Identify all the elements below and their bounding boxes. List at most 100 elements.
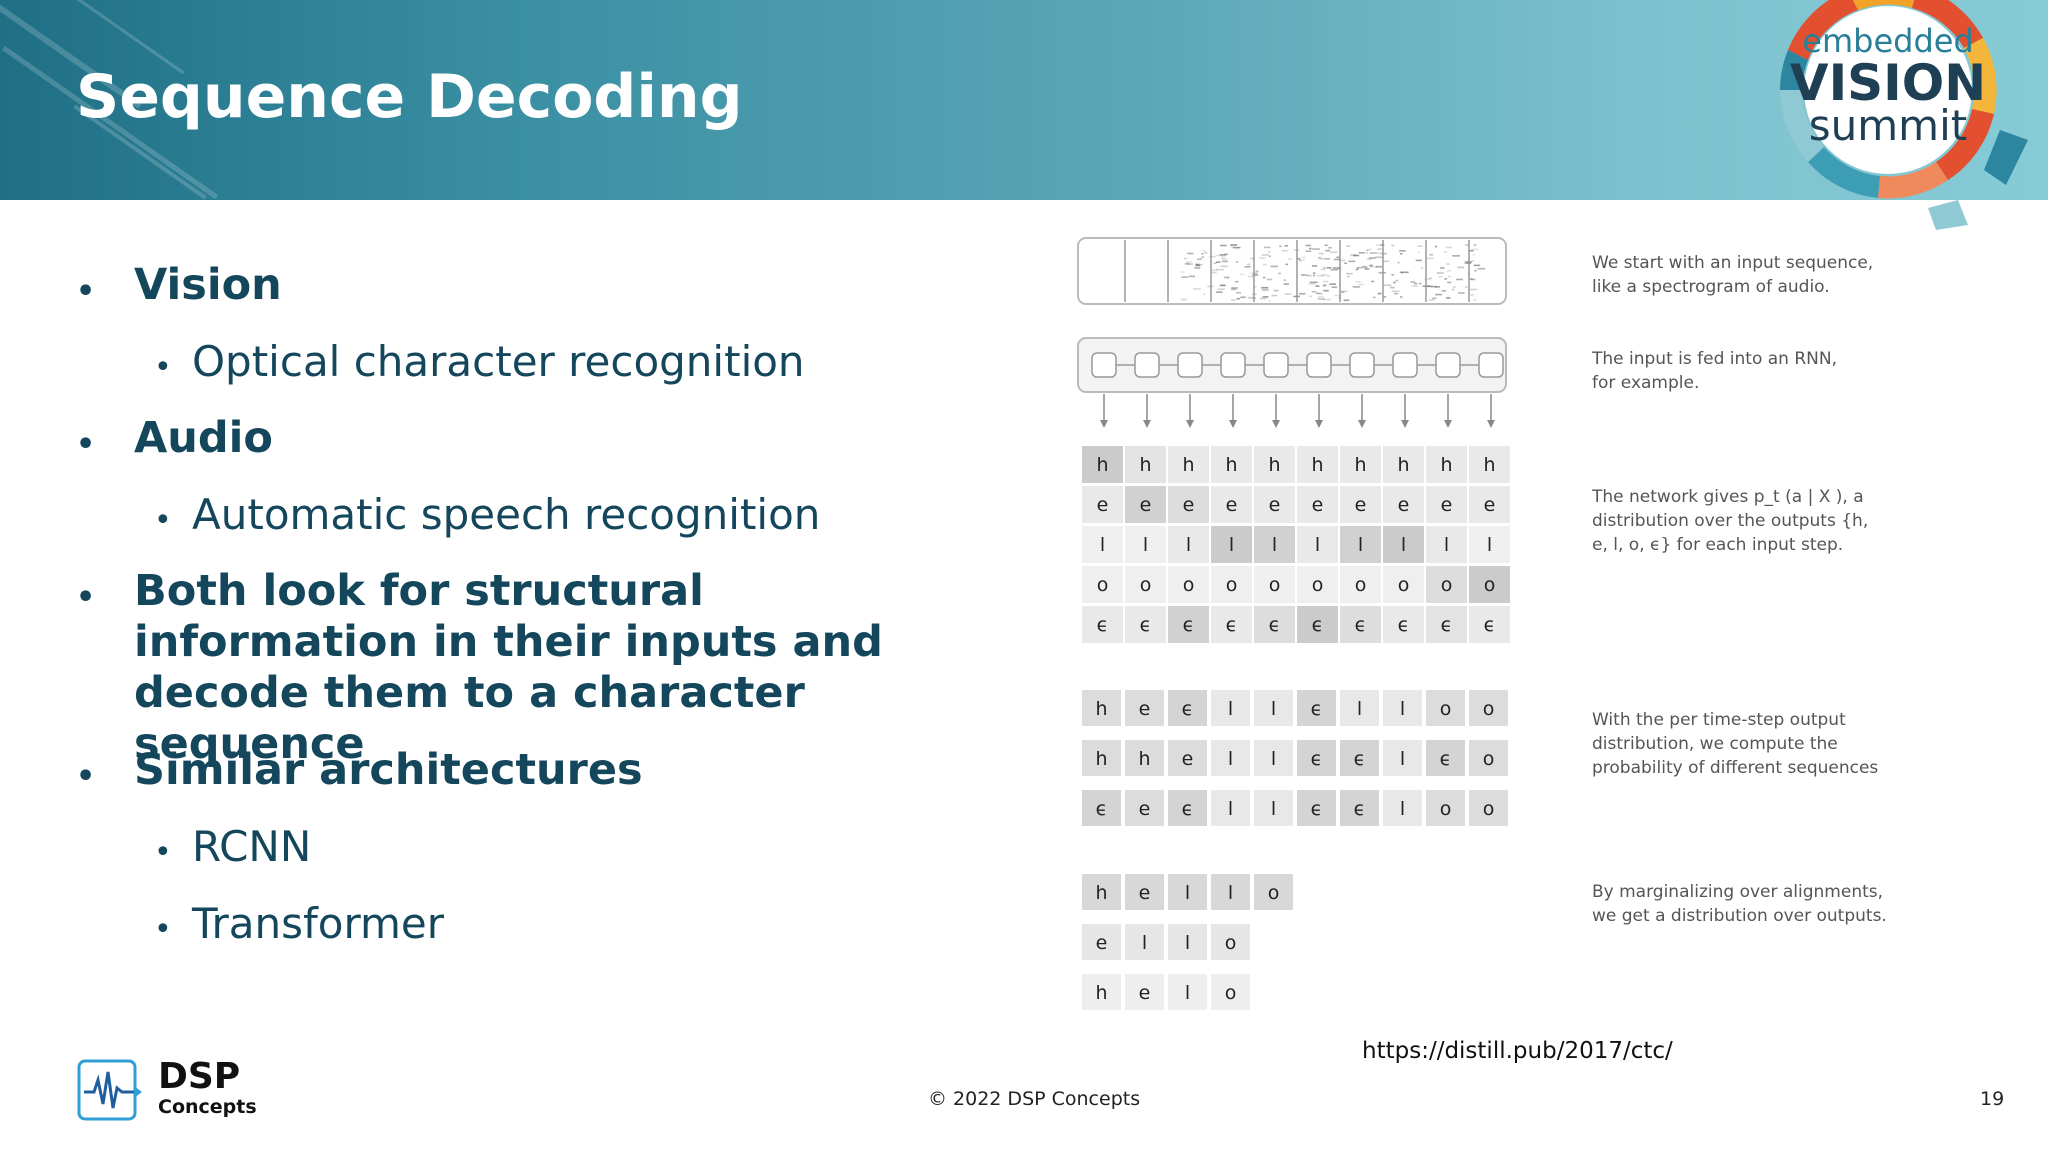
distribution-cell: o [1183,574,1195,596]
spectrogram-input [1077,237,1507,305]
distribution-cell: e [1226,494,1238,516]
output-cell: l [1142,932,1147,954]
rnn-cell [1091,352,1117,378]
header-banner: Sequence Decoding [0,0,2048,200]
alignment-cell: o [1440,798,1452,820]
alignment-cell: l [1271,798,1276,820]
distribution-cell: e [1140,494,1152,516]
rnn-cell [1349,352,1375,378]
rnn-cell [1263,352,1289,378]
source-link[interactable]: https://distill.pub/2017/ctc/ [1362,1038,1673,1064]
distribution-cell: h [1397,454,1409,476]
logo-text-embedded: embedded [1802,22,1973,60]
distribution-cell: o [1398,574,1410,596]
distribution-cell: h [1483,454,1495,476]
alignment-cell: e [1182,748,1194,770]
alignment-cell: ϵ [1182,698,1194,720]
alignment-cell: l [1271,698,1276,720]
output-cell: l [1185,882,1190,904]
distribution-cell: o [1355,574,1367,596]
slide-title: Sequence Decoding [76,62,743,132]
alignment-cell: l [1228,748,1233,770]
distribution-cell: h [1096,454,1108,476]
alignment-cell: h [1095,748,1107,770]
distribution-cell: e [1355,494,1367,516]
caption-rnn: The input is fed into an RNN, for exampl… [1592,349,1837,393]
distribution-cell: ϵ [1484,614,1496,636]
distribution-cell: ϵ [1398,614,1410,636]
alignment-cell: ϵ [1440,748,1452,770]
distribution-cell: o [1484,574,1496,596]
output-cell: o [1225,982,1237,1004]
rnn-cell [1134,352,1160,378]
distribution-cell: o [1140,574,1152,596]
rnn-cell [1435,352,1461,378]
distribution-cell: h [1311,454,1323,476]
alignment-cell: ϵ [1354,798,1366,820]
distribution-cell: l [1358,534,1363,556]
distribution-cell: h [1268,454,1280,476]
alignment-cell: l [1400,748,1405,770]
distribution-cell: e [1441,494,1453,516]
distribution-cell: ϵ [1140,614,1152,636]
alignment-cell: l [1400,798,1405,820]
distribution-cell: e [1398,494,1410,516]
alignment-cell: ϵ [1311,698,1323,720]
alignment-cell: ϵ [1311,798,1323,820]
distribution-cell: o [1312,574,1324,596]
distribution-cell: h [1139,454,1151,476]
rnn-cell [1478,352,1504,378]
output-cell: o [1268,882,1280,904]
distribution-cell: o [1441,574,1453,596]
distribution-cell: h [1182,454,1194,476]
output-cell: h [1095,982,1107,1004]
alignment-cell: ϵ [1354,748,1366,770]
embedded-vision-summit-logo: embedded VISION summit [1740,0,2048,250]
distribution-cell: e [1183,494,1195,516]
page-number: 19 [1980,1088,2005,1110]
alignment-cell: l [1357,698,1362,720]
distribution-cell: e [1097,494,1109,516]
copyright: © 2022 DSP Concepts [928,1088,1141,1110]
output-cell: h [1095,882,1107,904]
alignment-cell: l [1228,698,1233,720]
distribution-cell: o [1226,574,1238,596]
distribution-cell: l [1143,534,1148,556]
logo-text-summit: summit [1809,101,1967,150]
distribution-cell: ϵ [1226,614,1238,636]
distribution-cell: ϵ [1269,614,1281,636]
alignment-cell: l [1400,698,1405,720]
distribution-cell: o [1097,574,1109,596]
rnn-cell [1306,352,1332,378]
alignment-cell: h [1138,748,1150,770]
company-name: DSP [158,1056,241,1097]
distribution-cell: h [1440,454,1452,476]
distribution-cell: l [1186,534,1191,556]
distribution-cell: ϵ [1441,614,1453,636]
alignment-cell: l [1228,798,1233,820]
alignment-cell: l [1271,748,1276,770]
alignment-cell: ϵ [1311,748,1323,770]
rnn-output-arrows [1100,394,1495,428]
output-cell: e [1139,982,1151,1004]
caption-marginalize: By marginalizing over alignments, we get… [1592,882,1887,926]
alignment-cell: o [1483,748,1495,770]
distribution-cell: l [1444,534,1449,556]
alignment-cell: h [1095,698,1107,720]
caption-alignments: With the per time-step output distributi… [1592,710,1879,778]
rnn-block [1077,337,1507,393]
output-cell: l [1185,982,1190,1004]
distribution-cell: l [1100,534,1105,556]
distribution-cell: l [1401,534,1406,556]
alignment-cell: ϵ [1096,798,1108,820]
distribution-cell: l [1272,534,1277,556]
alignment-cell: ϵ [1182,798,1194,820]
distribution-cell: l [1229,534,1234,556]
company-subname: Concepts [158,1096,257,1118]
distribution-cell: e [1269,494,1281,516]
alignment-cell: e [1139,698,1151,720]
distribution-cell: h [1354,454,1366,476]
